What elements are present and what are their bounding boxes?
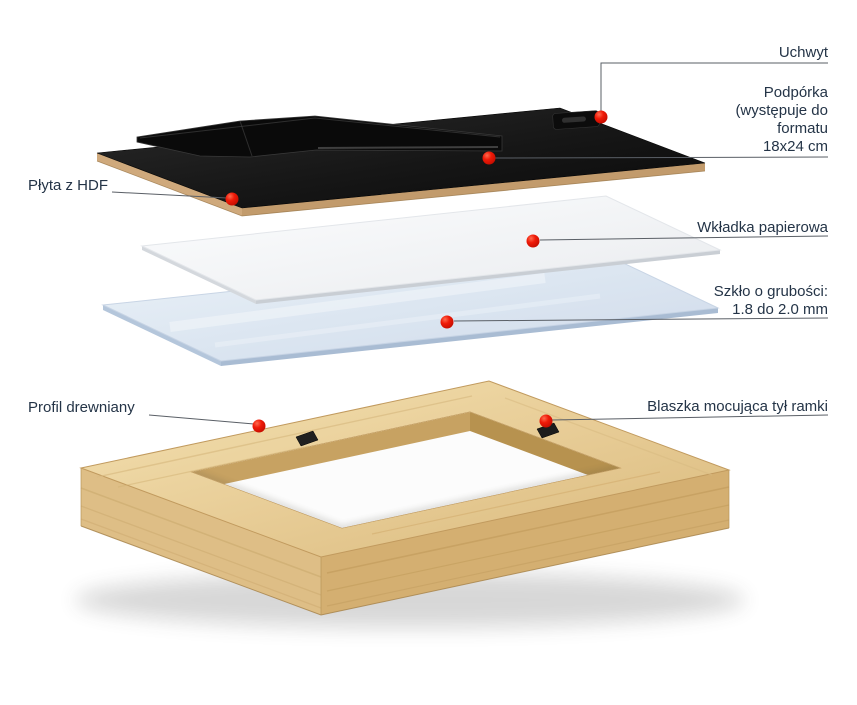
- paper-edge-left: [142, 246, 256, 304]
- wood-grain-line: [371, 471, 661, 535]
- paper-insert: [140, 195, 722, 304]
- paper-top-face: [140, 195, 722, 301]
- frame-front-left-face: [81, 468, 321, 615]
- glass-sheen: [169, 273, 546, 332]
- wood-grain-line: [80, 518, 322, 609]
- leader-line-plyta: [111, 191, 228, 199]
- callout-label-podporka-line-4: 18x24 cm: [762, 138, 828, 155]
- callout-label-blaszka: Blaszka mocująca tył ramki: [647, 398, 828, 415]
- glass-edge-left: [103, 305, 221, 366]
- frame-back-clip-left: [295, 430, 319, 447]
- hdf-board: [96, 107, 706, 217]
- callout-label-podporka: Podpórka (występuje do formatu 18x24 cm: [735, 84, 828, 156]
- wood-grain-line: [504, 397, 713, 476]
- callout-dot-szklo: [440, 315, 454, 329]
- callout-dot-wkladka: [526, 234, 540, 248]
- wood-grain-line: [326, 486, 730, 574]
- frame-inner-shadow: [192, 464, 620, 528]
- frame-inner-wall-left: [192, 412, 470, 491]
- leader-line-podporka: [492, 156, 829, 159]
- glass-edge-right: [221, 308, 718, 366]
- leader-line-szklo: [453, 317, 829, 322]
- callout-label-wkladka: Wkładka papierowa: [697, 219, 828, 236]
- frame-corner-edge: [80, 468, 730, 615]
- callout-label-szklo-line-1: Szkło o grubości:: [713, 283, 828, 300]
- glass-sheen: [214, 293, 601, 348]
- wood-grain-line: [80, 505, 322, 596]
- wood-grain-line: [96, 395, 473, 478]
- callout-label-profil: Profil drewniany: [28, 399, 135, 416]
- callout-label-podporka-line-3: formatu: [777, 120, 828, 137]
- frame-front-right-face: [321, 470, 729, 615]
- stand-leg: [136, 115, 503, 158]
- wood-grain-line: [80, 487, 322, 578]
- stand-hinge-wire: [317, 146, 499, 149]
- wood-grain-line: [117, 445, 311, 488]
- leader-line-profil: [148, 414, 255, 425]
- frame-inner-wall-right: [470, 412, 620, 487]
- callout-dot-blaszka: [539, 414, 553, 428]
- paper-edge-right: [256, 250, 720, 304]
- callout-label-podporka-line-2: (występuje do: [735, 102, 828, 119]
- callout-dot-podporka: [482, 151, 496, 165]
- callout-label-uchwyt: Uchwyt: [778, 44, 828, 61]
- hdf-edge-bottom-line: [96, 160, 706, 217]
- callout-dot-profil: [252, 419, 266, 433]
- glass-sheet: [101, 251, 720, 366]
- leader-lines: [111, 62, 829, 425]
- wooden-frame: [75, 380, 745, 628]
- hdf-edge-right: [242, 163, 705, 216]
- wood-grain-line: [326, 519, 730, 607]
- wood-grain-line: [326, 504, 730, 592]
- callout-label-podporka-line-1: Podpórka: [763, 84, 828, 101]
- hanger-clip-slot: [561, 116, 586, 123]
- hanger-clip: [552, 110, 600, 130]
- leader-line-wkladka: [539, 235, 829, 241]
- leader-line-blaszka: [551, 414, 829, 421]
- callout-label-szklo-line-2: 1.8 do 2.0 mm: [732, 301, 828, 318]
- leader-line-uchwyt: [600, 62, 828, 117]
- callout-dot-uchwyt: [594, 110, 608, 124]
- callout-dot-plyta: [225, 192, 239, 206]
- hdf-edge-left: [97, 153, 242, 216]
- stand-top-highlight: [139, 117, 501, 139]
- callout-label-plyta: Płyta z HDF: [28, 177, 109, 194]
- hdf-top-face: [96, 107, 706, 209]
- callout-label-szklo: Szkło o grubości: 1.8 do 2.0 mm: [714, 283, 828, 319]
- callout-dots: [225, 110, 608, 433]
